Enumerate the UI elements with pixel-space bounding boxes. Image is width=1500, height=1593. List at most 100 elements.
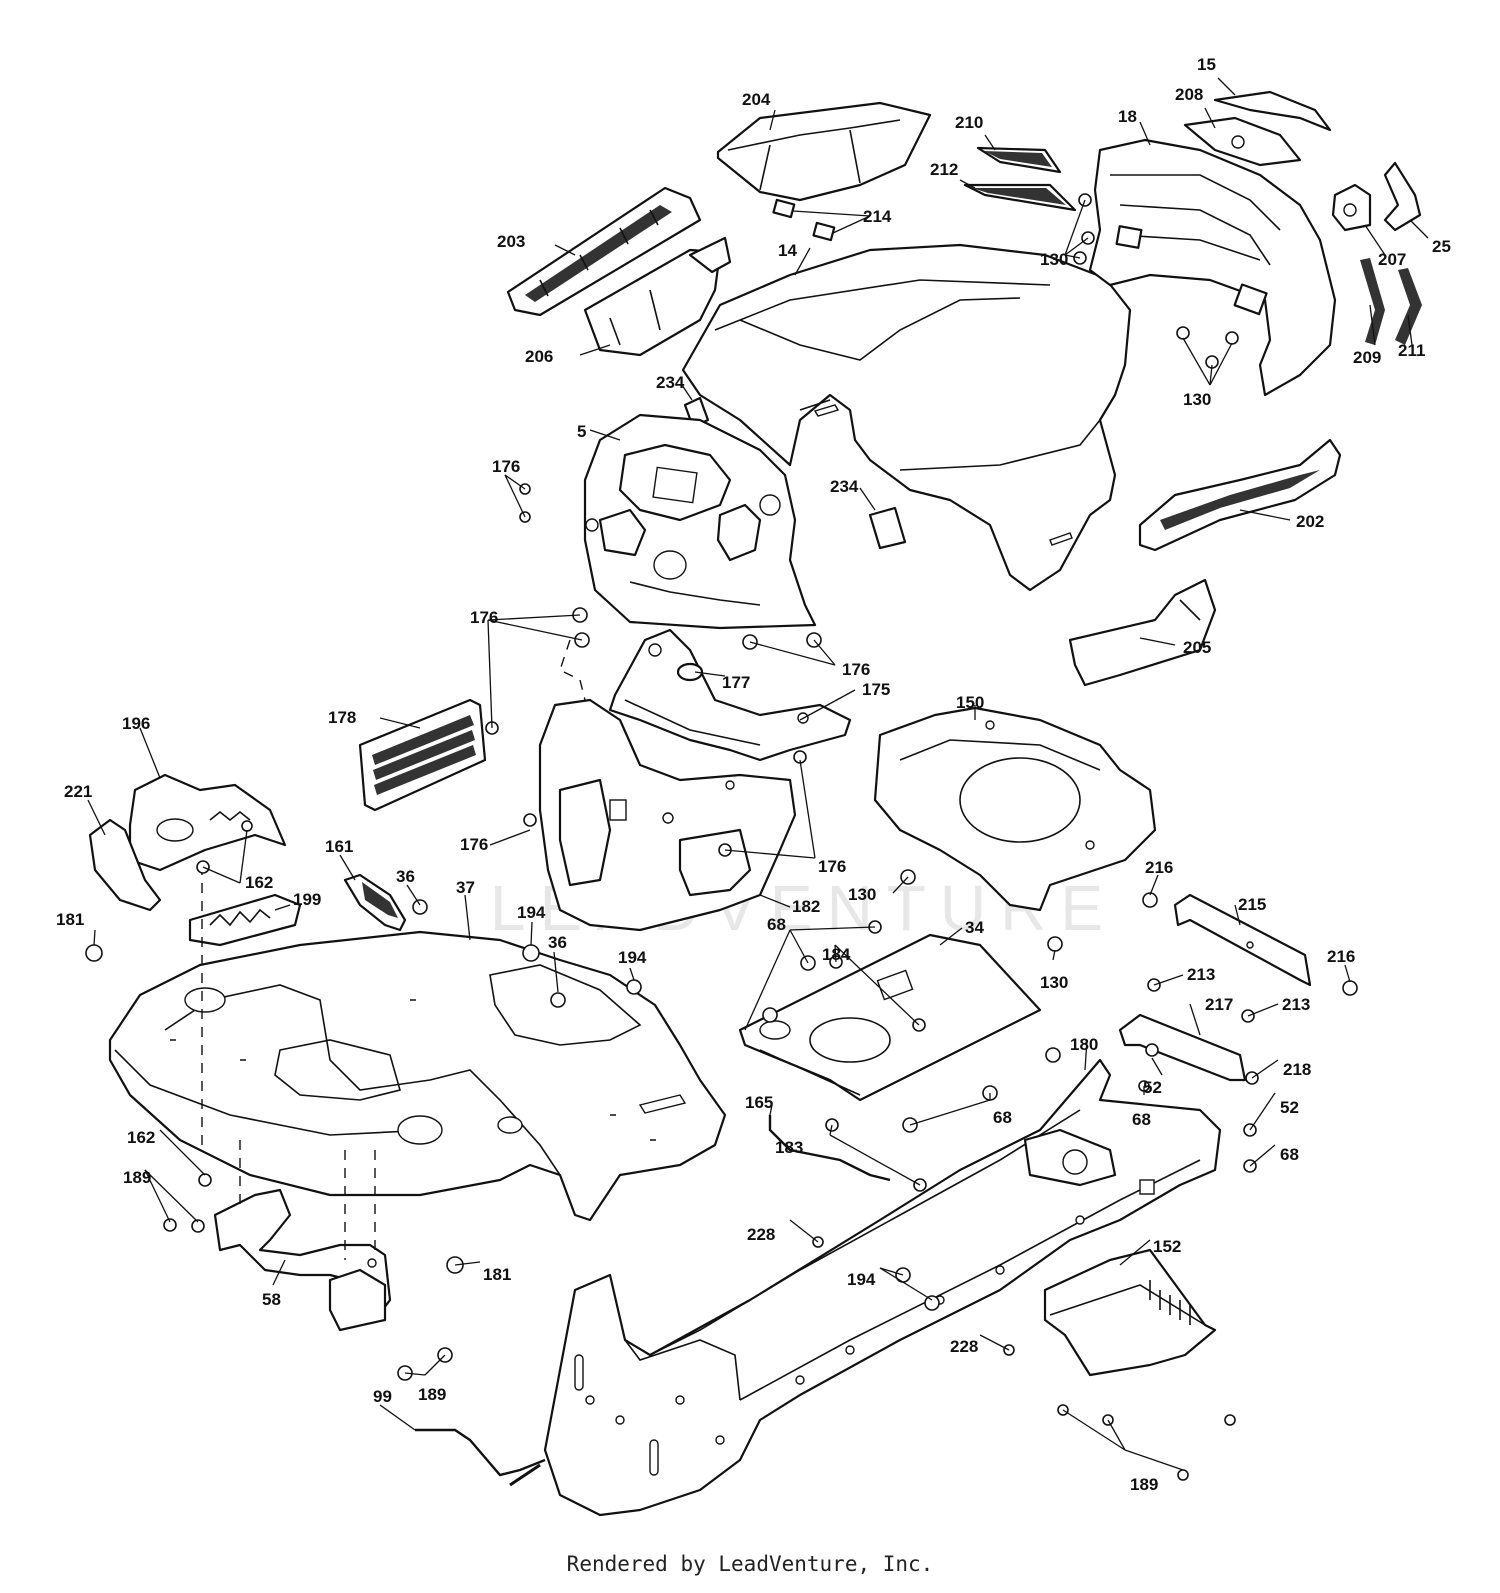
part-99-rod — [415, 1428, 546, 1487]
callout-18: 18 — [1118, 107, 1137, 126]
part-210-grille — [976, 146, 1062, 174]
callout-68-c: 68 — [1132, 1110, 1151, 1129]
callout-130-right: 130 — [1183, 390, 1211, 409]
callout-99: 99 — [373, 1387, 392, 1406]
callout-212: 212 — [930, 160, 958, 179]
callout-213-a: 213 — [1187, 965, 1215, 984]
part-58-bracket — [213, 1188, 392, 1332]
part-206-bracket — [583, 236, 732, 357]
part-217-bracket — [1118, 1013, 1247, 1082]
part-178-vent — [358, 698, 487, 812]
part-205-panel — [1068, 578, 1217, 687]
callout-213-b: 213 — [1282, 995, 1310, 1014]
callout-177: 177 — [722, 673, 750, 692]
callout-204: 204 — [742, 90, 771, 109]
callout-130-low: 130 — [1040, 973, 1068, 992]
callout-68-a: 68 — [767, 915, 786, 934]
part-161-handle — [343, 873, 407, 932]
callout-15: 15 — [1197, 55, 1216, 74]
callout-183: 183 — [775, 1138, 803, 1157]
callout-176-c: 176 — [842, 660, 870, 679]
callout-207: 207 — [1378, 250, 1406, 269]
callout-175: 175 — [862, 680, 890, 699]
callout-209: 209 — [1353, 348, 1381, 367]
callout-189-a: 189 — [123, 1168, 151, 1187]
part-208-trim — [1183, 116, 1302, 167]
callout-150: 150 — [956, 693, 984, 712]
callout-196: 196 — [122, 714, 150, 733]
callout-176-d: 176 — [460, 835, 488, 854]
part-14-hood — [681, 243, 1132, 592]
callout-234-mid: 234 — [830, 477, 859, 496]
callout-181-low: 181 — [483, 1265, 511, 1284]
part-204-hood-cap — [716, 101, 932, 202]
callout-152: 152 — [1153, 1237, 1181, 1256]
part-25-cover — [1383, 161, 1422, 232]
callout-189-c: 189 — [418, 1385, 446, 1404]
callout-162-top: 162 — [245, 873, 273, 892]
callout-25: 25 — [1432, 237, 1451, 256]
part-211-grille — [1395, 268, 1422, 345]
part-214-clips — [772, 198, 836, 242]
callout-203: 203 — [497, 232, 525, 251]
callout-217: 217 — [1205, 995, 1233, 1014]
callout-178: 178 — [328, 708, 356, 727]
callout-189-b: 189 — [1130, 1475, 1158, 1494]
fender-deck — [108, 930, 727, 1222]
part-202-grille — [1138, 438, 1342, 552]
part-150-fender-liner — [873, 706, 1157, 912]
part-234-label-mid — [868, 506, 907, 550]
part-15-trim — [1213, 90, 1332, 132]
part-175-bracket — [608, 628, 852, 762]
callout-216-b: 216 — [1327, 947, 1355, 966]
callout-130-top: 130 — [1040, 250, 1068, 269]
callout-214: 214 — [863, 207, 892, 226]
callout-181-top: 181 — [56, 910, 84, 929]
callout-216-a: 216 — [1145, 858, 1173, 877]
part-207-light — [1331, 183, 1372, 232]
callout-165: 165 — [745, 1093, 773, 1112]
callout-52-b: 52 — [1280, 1098, 1299, 1117]
part-209-grille — [1360, 258, 1385, 345]
callout-58: 58 — [262, 1290, 281, 1309]
callout-34: 34 — [965, 918, 984, 937]
callout-228-a: 228 — [747, 1225, 775, 1244]
part-152-battery-tray — [1043, 1248, 1217, 1377]
callout-206: 206 — [525, 347, 553, 366]
part-221-cover — [88, 818, 162, 912]
callout-36-b: 36 — [548, 933, 567, 952]
callout-194-b: 194 — [618, 948, 647, 967]
callout-194-c: 194 — [847, 1270, 876, 1289]
callout-14: 14 — [778, 241, 797, 260]
part-18-dash-panel — [1088, 138, 1337, 397]
callout-68-d: 68 — [1280, 1145, 1299, 1164]
part-212-grille — [963, 183, 1077, 212]
callout-37: 37 — [456, 878, 475, 897]
callout-234-top: 234 — [656, 373, 685, 392]
part-165-rod — [768, 1115, 891, 1182]
callout-199: 199 — [293, 890, 321, 909]
part-215-bracket — [1173, 893, 1312, 987]
part-196-cover — [128, 773, 287, 872]
callout-52-a: 52 — [1143, 1078, 1162, 1097]
callout-202: 202 — [1296, 512, 1324, 531]
callout-210: 210 — [955, 113, 983, 132]
part-177-clip — [676, 662, 704, 682]
callout-5: 5 — [577, 422, 586, 441]
callout-211: 211 — [1398, 341, 1425, 360]
callout-205: 205 — [1183, 638, 1211, 657]
callout-130-mid: 130 — [848, 885, 876, 904]
callout-162-low: 162 — [127, 1128, 155, 1147]
callout-36-a: 36 — [396, 867, 415, 886]
callout-215: 215 — [1238, 895, 1266, 914]
part-34-plate — [738, 933, 1042, 1102]
part-180-frame — [543, 1058, 1222, 1517]
callout-218: 218 — [1283, 1060, 1311, 1079]
callout-180: 180 — [1070, 1035, 1098, 1054]
callout-176-b: 176 — [470, 608, 498, 627]
callout-184: 184 — [822, 945, 851, 964]
callout-208: 208 — [1175, 85, 1203, 104]
leader-lines — [87, 77, 1429, 1471]
callout-194-a: 194 — [517, 903, 546, 922]
